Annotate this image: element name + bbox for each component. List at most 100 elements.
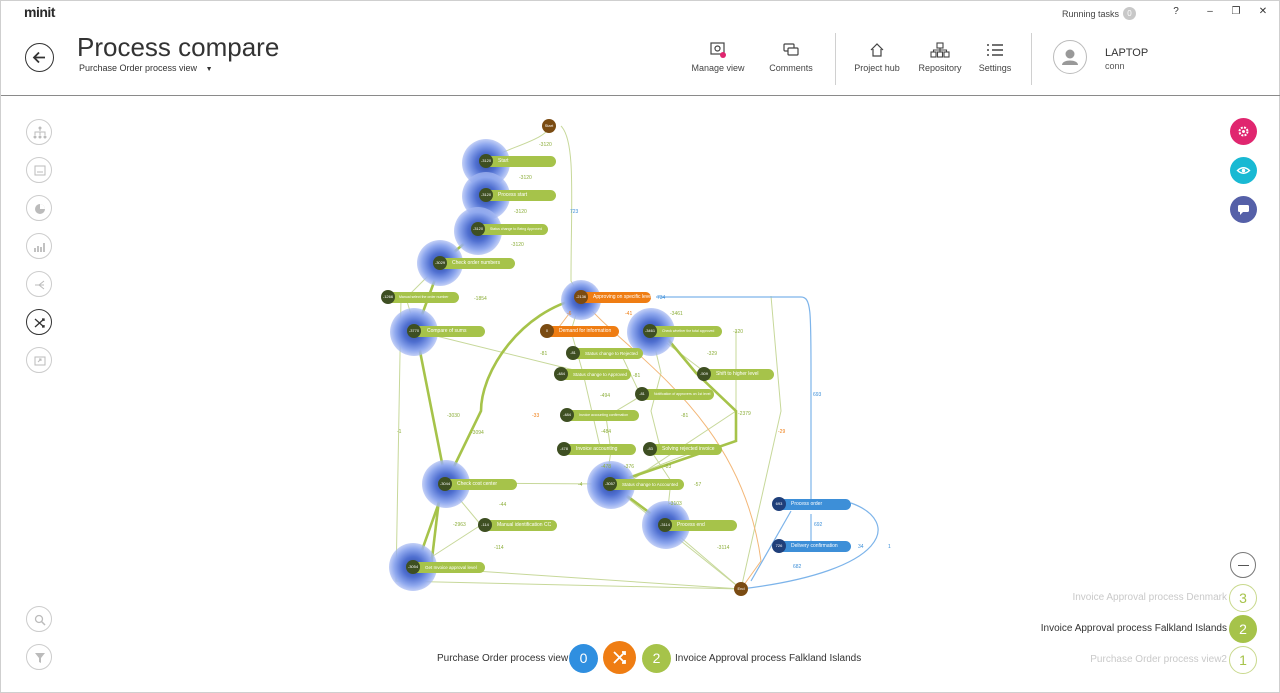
node-label: Check whether the total approved [662,329,715,333]
node-badge: -484 [560,408,574,422]
zoom-out-button[interactable] [1230,552,1256,578]
node-compare-of-sums[interactable]: Compare of sums [415,326,485,337]
edge-label: -41 [625,311,633,317]
edge-label: 693 [813,392,822,398]
project-hub-button[interactable]: Project hub [842,41,912,73]
sidebar-charts[interactable] [26,233,52,259]
node-label: Start [498,158,509,164]
edge-label: -3094 [471,430,484,436]
node-status-being-approved[interactable]: Status change to Being Approved [478,224,548,235]
node-status-accounted[interactable]: Status change to Accounted [610,479,684,490]
running-tasks[interactable]: Running tasks 0 [1062,7,1136,20]
restore-button[interactable]: ❐ [1231,6,1241,17]
variant-number[interactable]: 2 [1229,615,1257,643]
variant-item[interactable]: Invoice Approval process Denmark [1072,592,1227,603]
node-badge: -3044 [438,477,452,491]
node-badge: -83 [643,442,657,456]
node-process-end[interactable]: Process end [665,520,737,531]
node-label: Status change to Rejected [585,351,638,356]
edge-label: -3120 [519,175,532,181]
compare-view-count[interactable]: 2 [642,644,671,673]
node-label: Invoice accounting [576,446,618,452]
edge-label: 692 [814,522,823,528]
toolbar-divider [1031,33,1032,85]
node-invoice-accounting[interactable]: Invoice accounting [564,444,636,455]
back-button[interactable] [25,43,54,72]
edge-label: -29 [778,429,786,435]
sidebar-search[interactable] [26,606,52,632]
node-badge: -3120 [471,222,485,236]
legend-base-view: Purchase Order process view [437,653,569,664]
node-shift-higher-level[interactable]: Shift to higher level [704,369,774,380]
sidebar-variants[interactable] [26,271,52,297]
node-badge: -1266 [381,290,395,304]
end-node[interactable]: End [734,582,748,596]
avatar[interactable] [1053,40,1087,74]
node-label: Shift to higher level [716,371,759,377]
node-delivery-confirmation[interactable]: Delivery confirmation [779,541,851,552]
view-selector[interactable]: Purchase Order process view ▼ [79,63,213,73]
variant-item-selected[interactable]: Invoice Approval process Falkland Island… [1040,623,1227,634]
start-node-label: Start [544,123,554,128]
settings-button[interactable]: Settings [960,41,1030,73]
sidebar-process-map[interactable] [26,119,52,145]
node-process-start[interactable]: Process start [486,190,556,201]
node-status-rejected[interactable]: Status change to Rejected [573,348,643,359]
node-badge: -3054 [406,560,420,574]
repository-button[interactable]: Repository [905,41,975,73]
comments-panel-button[interactable] [1230,196,1257,223]
node-manual-select-order[interactable]: Manual select the order number [387,292,459,303]
pie-chart-icon [35,204,45,214]
node-get-invoice-approval-level[interactable]: Get Invoice approval level [413,562,485,573]
shuffle-icon [34,318,45,328]
sidebar-statistics[interactable] [26,195,52,221]
node-status-approved[interactable]: Status change to Approved [561,369,631,380]
minimize-button[interactable]: – [1207,6,1213,17]
variant-number[interactable]: 3 [1229,584,1257,612]
edge-label: 1 [888,544,891,550]
node-check-order-numbers[interactable]: Check order numbers [440,258,515,269]
start-node[interactable]: Start [542,119,556,133]
page-title: Process compare [77,32,280,62]
help-button[interactable]: ? [1173,6,1179,17]
node-label: Solving rejected invoice [662,446,715,452]
node-start[interactable]: Start [486,156,556,167]
node-demand-for-information[interactable]: Demand for information [547,326,619,337]
node-badge: -114 [478,518,492,532]
view-selector-label: Purchase Order process view [79,63,198,73]
node-approving-specific-level[interactable]: Approving on specific level [581,292,652,303]
edge-label: -1854 [474,296,487,302]
settings-label: Settings [978,63,1012,73]
node-process-order[interactable]: Process order [779,499,851,510]
comments-label: Comments [769,63,813,73]
manage-view-icon [710,42,726,58]
manage-view-button[interactable]: Manage view [683,41,753,73]
node-label: Demand for information [559,328,612,334]
highlight-button[interactable] [1230,118,1257,145]
close-button[interactable]: ✕ [1258,6,1268,17]
node-badge: -81 [566,346,580,360]
sidebar-process-compare[interactable] [26,309,52,335]
node-invoice-accounting-confirmation[interactable]: Invoice accounting confirmation [567,410,639,421]
node-manual-identification-cc[interactable]: Manual identification CC [485,520,557,531]
comments-button[interactable]: Comments [756,41,826,73]
node-badge: -2136 [574,290,588,304]
sidebar-filter[interactable] [26,644,52,670]
variant-number[interactable]: 1 [1229,646,1257,674]
node-check-cost-center[interactable]: Check cost center [445,479,517,490]
sidebar-dashboard[interactable] [26,157,52,183]
node-check-total-approved[interactable]: Check whether the total approved [650,326,722,337]
node-label: Notification of approvers on 1st level [654,392,711,396]
legend-compare-view: Invoice Approval process Falkland Island… [675,653,862,664]
swap-compare-button[interactable] [603,641,636,674]
repository-label: Repository [918,63,962,73]
page-header: Process compare Purchase Order process v… [1,23,1280,96]
sidebar-export[interactable] [26,347,52,373]
base-view-count[interactable]: 0 [569,644,598,673]
node-solving-rejected-invoice[interactable]: Solving rejected invoice [650,444,722,455]
process-compare-graph[interactable]: Start End Start -3120 Process start -312… [361,111,921,601]
variant-item[interactable]: Purchase Order process view2 [1090,654,1227,665]
node-label: Status change to Being Approved [490,227,542,231]
view-toggle-button[interactable] [1230,157,1257,184]
node-notification-approvers[interactable]: Notification of approvers on 1st level [642,389,714,400]
